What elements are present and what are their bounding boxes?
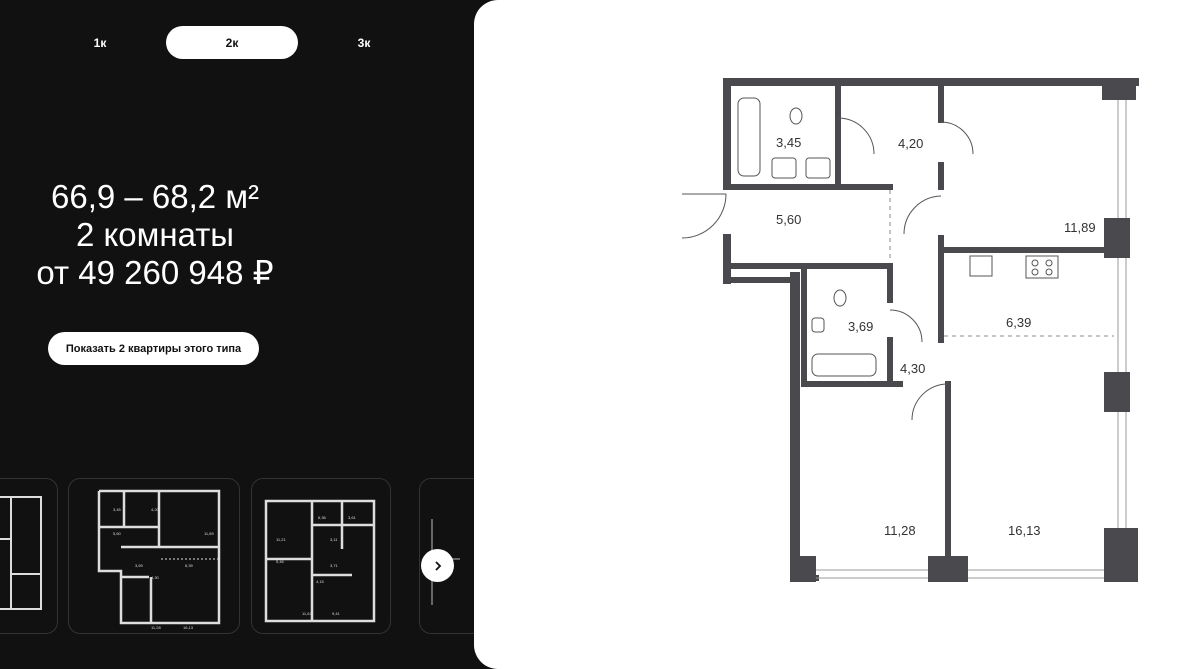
thumb-room-label: 6,36 — [318, 515, 326, 520]
thumb-room-label: 3,71 — [330, 563, 338, 568]
area-range: 66,9 – 68,2 м² — [51, 178, 259, 215]
show-apartments-button[interactable]: Показать 2 квартиры этого типа — [48, 332, 259, 365]
room-area-label: 11,89 — [1064, 220, 1096, 235]
price: от 49 260 948 ₽ — [36, 254, 274, 291]
thumb-room-label: 5,46 — [276, 559, 284, 564]
room-count: 2 комнаты — [75, 216, 235, 253]
floor-plan-panel: 3,45 4,20 5,60 11,89 3,69 6,39 4,30 11,2… — [474, 0, 1200, 669]
tab-3k[interactable]: 3к — [357, 35, 371, 50]
room-area-label: 4,20 — [898, 136, 924, 151]
room-area-label: 6,39 — [1006, 315, 1032, 330]
tab-1k[interactable]: 1к — [93, 35, 107, 50]
apartment-summary: 66,9 – 68,2 м² 2 комнаты от 49 260 948 ₽ — [0, 178, 310, 292]
plan-thumbnail-drawing — [0, 496, 42, 610]
thumb-room-label: 3,11 — [330, 537, 338, 542]
chevron-right-icon — [434, 560, 441, 571]
room-area-label: 16,13 — [1008, 523, 1041, 538]
room-area-label: 3,69 — [848, 319, 874, 334]
next-plan-button[interactable] — [421, 549, 454, 582]
thumb-room-label: 16,13 — [183, 625, 194, 630]
thumb-room-label: 11,28 — [151, 625, 161, 630]
thumb-room-label: 3,61 — [348, 515, 356, 520]
room-count-tabs: 1к 2к 3к — [34, 26, 432, 59]
plan-thumbnail-drawing — [264, 499, 376, 623]
thumb-room-label: 6,39 — [185, 563, 193, 568]
room-area-label: 5,60 — [776, 212, 802, 227]
room-area-label: 3,45 — [776, 135, 802, 150]
room-area-label: 4,30 — [900, 361, 926, 376]
thumb-room-label: 5,60 — [113, 531, 121, 536]
room-area-label: 11,28 — [884, 523, 916, 538]
floor-plan-drawing — [681, 78, 1139, 582]
thumb-room-label: 11,61 — [302, 611, 312, 616]
plan-thumbnail-current[interactable]: 3,45 4,20 5,60 11,89 3,69 6,39 4,30 11,2… — [68, 478, 240, 634]
thumb-room-label: 11,89 — [204, 531, 214, 536]
plan-thumbnail[interactable] — [0, 478, 58, 634]
thumb-room-label: 4,15 — [316, 579, 324, 584]
tab-2k[interactable]: 2к — [166, 26, 298, 59]
thumb-room-label: 3,45 — [113, 507, 121, 512]
thumb-room-label: 3,69 — [135, 563, 143, 568]
thumb-room-label: 9,41 — [332, 611, 340, 616]
plan-thumbnail[interactable]: 11,21 5,46 6,36 3,61 3,11 3,71 4,15 11,6… — [251, 478, 391, 634]
plan-thumbnail-drawing — [97, 489, 221, 625]
thumb-room-label: 4,30 — [151, 575, 159, 580]
left-panel: 1к 2к 3к 66,9 – 68,2 м² 2 комнаты от 49 … — [0, 0, 489, 669]
thumb-room-label: 4,20 — [151, 507, 159, 512]
thumb-room-label: 11,21 — [276, 537, 286, 542]
